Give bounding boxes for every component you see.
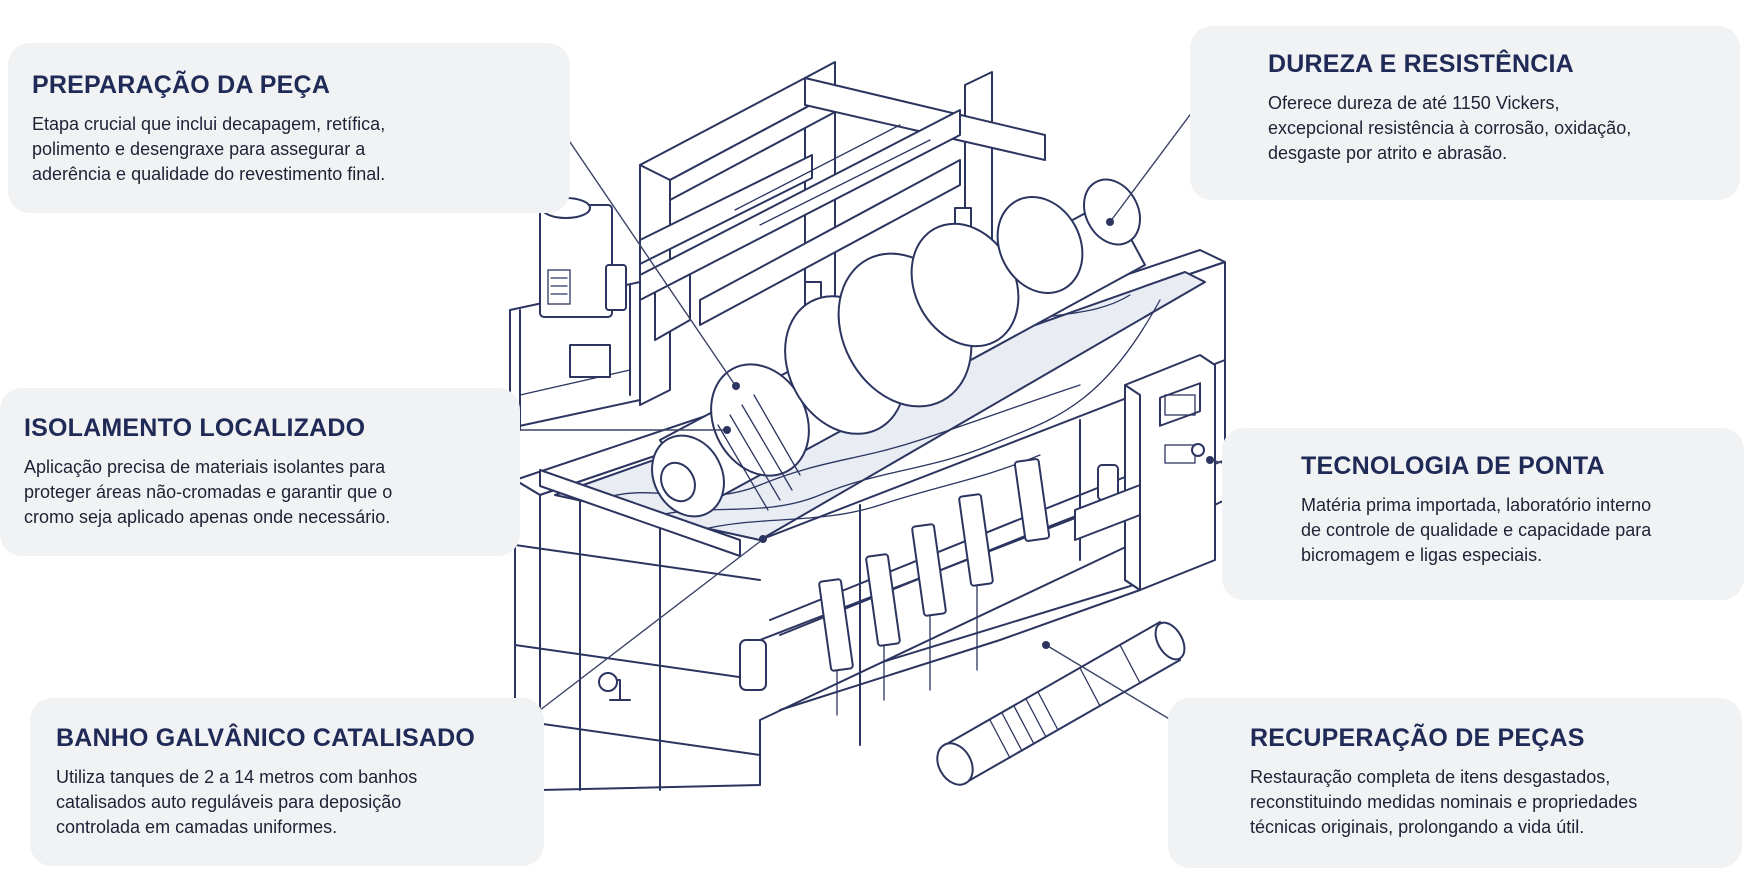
callout-title: TECNOLOGIA DE PONTA: [1301, 452, 1605, 480]
callout-recuperacao: RECUPERAÇÃO DE PEÇAS Restauração complet…: [1168, 698, 1742, 868]
leader-dot-dureza: [1106, 218, 1114, 226]
callout-title: RECUPERAÇÃO DE PEÇAS: [1250, 724, 1585, 752]
leader-dot-tecnologia: [1206, 456, 1214, 464]
anodes-and-piping: [598, 458, 1141, 716]
leader-dot-isolamento: [723, 426, 731, 434]
callout-title: DUREZA E RESISTÊNCIA: [1268, 50, 1574, 78]
callout-text: Restauração completa de itens desgastado…: [1250, 767, 1638, 837]
callout-tecnologia: TECNOLOGIA DE PONTA Matéria prima import…: [1222, 428, 1744, 600]
callout-title: PREPARAÇÃO DA PEÇA: [32, 71, 331, 99]
callout-text: Utiliza tanques de 2 a 14 metros com ban…: [56, 767, 418, 837]
callout-isolamento: ISOLAMENTO LOCALIZADO Aplicação precisa …: [0, 388, 520, 556]
callout-banho: BANHO GALVÂNICO CATALISADO Utiliza tanqu…: [30, 698, 544, 866]
callout-text: Aplicação precisa de materiais isolantes…: [24, 457, 393, 527]
rectifier-cabinet: [509, 197, 641, 431]
leader-dot-banho: [759, 535, 767, 543]
leader-dot-preparacao: [732, 382, 740, 390]
spare-splined-shaft: [936, 621, 1186, 786]
callout-text: Matéria prima importada, laboratório int…: [1301, 495, 1652, 565]
leader-dot-recuperacao: [1042, 641, 1050, 649]
overhead-gantry: [639, 61, 1046, 406]
callout-text: Oferece dureza de até 1150 Vickers, exce…: [1268, 93, 1632, 163]
callout-title: BANHO GALVÂNICO CATALISADO: [56, 724, 476, 752]
callout-dureza: DUREZA E RESISTÊNCIA Oferece dureza de a…: [1190, 26, 1740, 200]
callout-preparacao: PREPARAÇÃO DA PEÇA Etapa crucial que inc…: [8, 43, 570, 213]
callout-text: Etapa crucial que inclui decapagem, retí…: [32, 114, 386, 184]
control-panel: [1074, 354, 1216, 591]
callout-title: ISOLAMENTO LOCALIZADO: [24, 414, 366, 442]
shaft-being-plated: [651, 178, 1146, 518]
